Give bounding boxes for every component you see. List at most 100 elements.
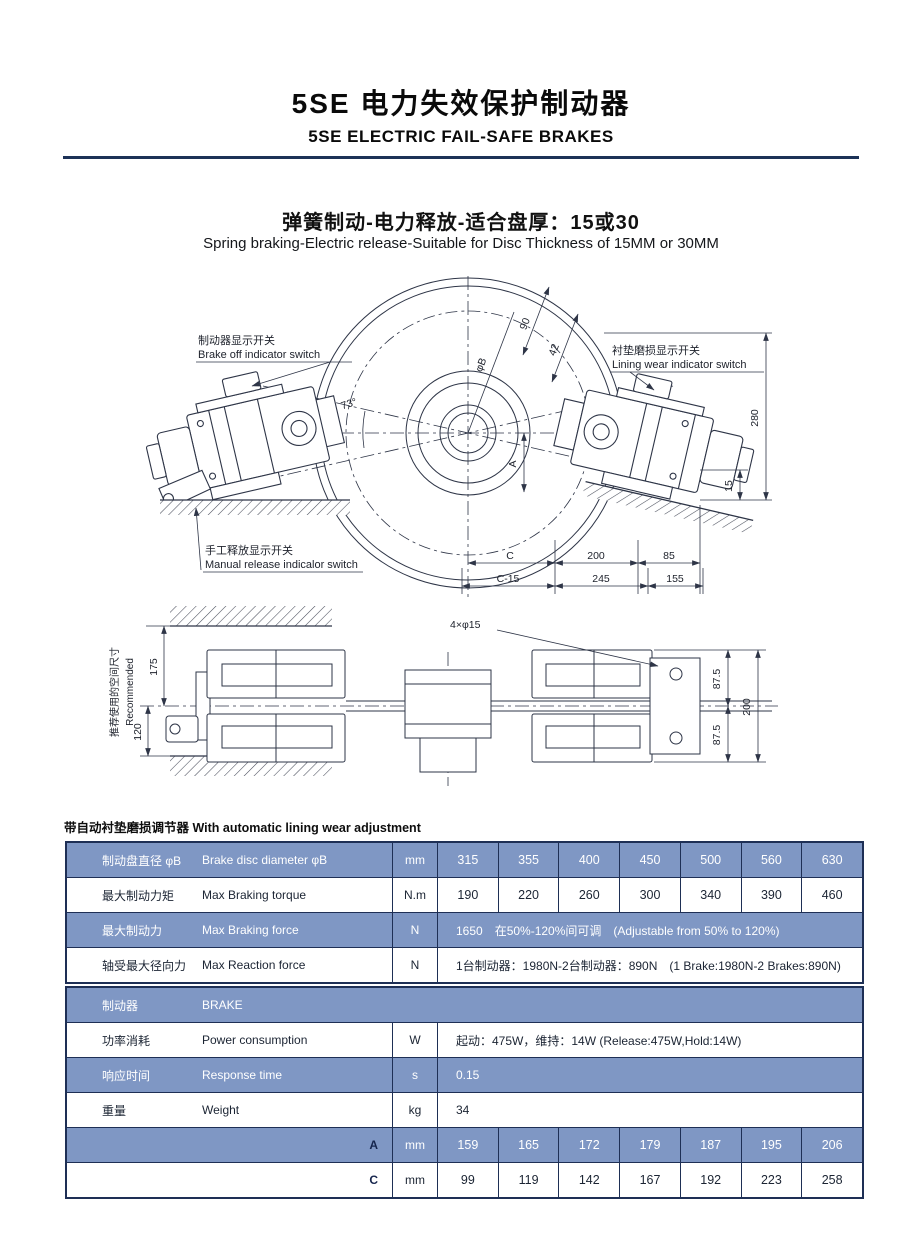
merged-value-cell: 1台制动器：1980N-2台制动器：890N (1 Brake:1980N-2 … bbox=[437, 948, 862, 982]
value-cell: 258 bbox=[801, 1163, 862, 1197]
brake-table-header: 制动器 BRAKE bbox=[67, 988, 862, 1022]
side-view bbox=[140, 606, 778, 786]
brake-row-response: 响应时间 Response time s 0.15 bbox=[67, 1057, 862, 1092]
row-label: 制动盘直径 φB Brake disc diameter φB bbox=[67, 843, 392, 877]
merged-value-cell: 34 bbox=[437, 1093, 862, 1127]
unit-cell: mm bbox=[392, 1163, 437, 1197]
unit-cell: W bbox=[392, 1023, 437, 1057]
dim-85: 85 bbox=[663, 550, 675, 562]
value-cell: 190 bbox=[437, 878, 498, 912]
callouts: 制动器显示开关 Brake off indicator switch 衬垫磨损显… bbox=[193, 333, 764, 573]
dim-90: 90 bbox=[518, 316, 533, 331]
callout-brake-off-zh: 制动器显示开关 bbox=[198, 333, 275, 347]
value-cell: 390 bbox=[740, 878, 802, 912]
callout-brake-off-en: Brake off indicator switch bbox=[198, 349, 320, 361]
dim-155: 155 bbox=[666, 573, 684, 585]
mounting-surface-left bbox=[160, 499, 350, 515]
unit-cell: mm bbox=[392, 843, 437, 877]
page-title-en: 5SE ELECTRIC FAIL-SAFE BRAKES bbox=[308, 127, 614, 146]
section-heading-en: Spring braking-Electric release-Suitable… bbox=[203, 235, 719, 252]
unit-cell: kg bbox=[392, 1093, 437, 1127]
value-cell: 99 bbox=[437, 1163, 498, 1197]
callout-manual-release-en: Manual release indicalor switch bbox=[205, 559, 358, 571]
label-zh: 最大制动力 bbox=[102, 923, 163, 938]
label-en: Max Braking force bbox=[202, 923, 299, 937]
merged-value-cell: 0.15 bbox=[437, 1058, 862, 1092]
dim-200-vertical: 200 bbox=[741, 698, 753, 716]
dim-87-bottom: 87.5 bbox=[711, 725, 723, 746]
callout-lining-wear-en: Lining wear indicator switch bbox=[612, 359, 747, 371]
value-cell: 355 bbox=[497, 843, 559, 877]
right-brake-caliper bbox=[553, 373, 755, 500]
unit-cell: N bbox=[392, 913, 437, 947]
dimension-labels: φB 90 42 73° A 280 15 C 200 85 C-15 245 … bbox=[108, 316, 761, 745]
dim-row-label: A bbox=[369, 1138, 378, 1152]
merged-value-cell: 1650 在50%-120%间可调 (Adjustable from 50% t… bbox=[437, 913, 862, 947]
value-cell: 315 bbox=[437, 843, 498, 877]
row-label: 响应时间 Response time bbox=[67, 1058, 392, 1092]
value-cell: 560 bbox=[740, 843, 802, 877]
value-cell: 159 bbox=[437, 1128, 498, 1162]
unit-cell: N.m bbox=[392, 878, 437, 912]
unit-cell: s bbox=[392, 1058, 437, 1092]
mounting-surface-right bbox=[582, 481, 754, 534]
page-title-zh: 5SE 电力失效保护制动器 bbox=[291, 88, 631, 119]
row-label: 最大制动力矩 Max Braking torque bbox=[67, 878, 392, 912]
value-cell: 300 bbox=[619, 878, 680, 912]
row-label: 功率消耗 Power consumption bbox=[67, 1023, 392, 1057]
spec-row-reaction: 轴受最大径向力 Max Reaction force N 1台制动器：1980N… bbox=[67, 947, 862, 982]
dim-87-top: 87.5 bbox=[711, 669, 723, 690]
value-cell: 340 bbox=[679, 878, 741, 912]
dim-280: 280 bbox=[749, 409, 761, 427]
value-cell: 142 bbox=[558, 1163, 619, 1197]
dim-175: 175 bbox=[148, 658, 160, 676]
value-cell: 172 bbox=[558, 1128, 619, 1162]
label-en: Max Reaction force bbox=[202, 958, 306, 972]
dim-120: 120 bbox=[132, 723, 144, 741]
value-cell: 400 bbox=[558, 843, 619, 877]
value-cell: 220 bbox=[497, 878, 559, 912]
spec-table: 制动盘直径 φB Brake disc diameter φB mm 315 3… bbox=[65, 841, 864, 984]
label-en: Power consumption bbox=[202, 1033, 308, 1047]
unit-cell: N bbox=[392, 948, 437, 982]
unit-cell: mm bbox=[392, 1128, 437, 1162]
dim-245: 245 bbox=[592, 573, 610, 585]
label-zh: 制动盘直径 φB bbox=[102, 853, 182, 868]
brake-row-power: 功率消耗 Power consumption W 起动：475W，维持：14W … bbox=[67, 1022, 862, 1057]
row-label: 重量 Weight bbox=[67, 1093, 392, 1127]
section-heading-zh: 弹簧制动-电力释放-适合盘厚：15或30 bbox=[282, 212, 640, 234]
row-label: 制动器 BRAKE bbox=[67, 988, 862, 1022]
value-cell: 260 bbox=[558, 878, 619, 912]
dim-C-15: C-15 bbox=[497, 573, 520, 585]
dim-row-C: C mm 99 119 142 167 192 223 258 bbox=[67, 1162, 862, 1197]
value-cell: 195 bbox=[740, 1128, 802, 1162]
label-zh: 重量 bbox=[102, 1103, 127, 1118]
dimension-lines bbox=[140, 286, 772, 763]
technical-drawing: φB 90 42 73° A 280 15 C 200 85 C-15 245 … bbox=[0, 262, 922, 822]
value-cell: 460 bbox=[801, 878, 862, 912]
dim-42: 42 bbox=[547, 342, 562, 357]
merged-value-cell: 起动：475W，维持：14W (Release:475W,Hold:14W) bbox=[437, 1023, 862, 1057]
spec-row-torque: 最大制动力矩 Max Braking torque N.m 190 220 26… bbox=[67, 877, 862, 912]
dim-phi-b: φB bbox=[473, 356, 489, 373]
dim-15: 15 bbox=[723, 480, 735, 492]
header-rule bbox=[63, 156, 859, 159]
recommended-label-en: Recommended bbox=[125, 658, 136, 726]
row-label: 最大制动力 Max Braking force bbox=[67, 913, 392, 947]
label-en: Response time bbox=[202, 1068, 283, 1082]
label-en: Brake disc diameter φB bbox=[202, 853, 328, 867]
value-cell: 192 bbox=[679, 1163, 741, 1197]
label-zh: 轴受最大径向力 bbox=[102, 958, 187, 973]
right-caliper-side bbox=[531, 649, 701, 763]
spec-row-force: 最大制动力 Max Braking force N 1650 在50%-120%… bbox=[67, 912, 862, 947]
value-cell: 179 bbox=[619, 1128, 680, 1162]
dim-200: 200 bbox=[587, 550, 605, 562]
dim-C: C bbox=[506, 550, 514, 562]
value-cell: 500 bbox=[679, 843, 741, 877]
value-cell: 450 bbox=[619, 843, 680, 877]
value-cell: 223 bbox=[740, 1163, 802, 1197]
label-zh: 最大制动力矩 bbox=[102, 888, 175, 903]
label-en: BRAKE bbox=[202, 998, 243, 1012]
recommended-label-zh: 推荐使用的空间尺寸 bbox=[108, 647, 121, 737]
